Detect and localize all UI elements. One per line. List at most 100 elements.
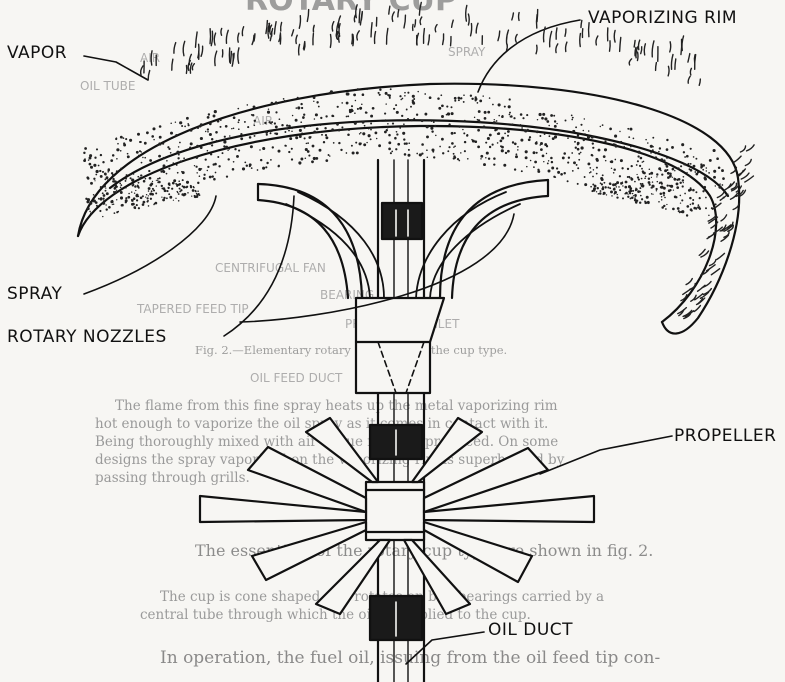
- spray-dot: [575, 126, 577, 128]
- spray-dot: [117, 143, 119, 145]
- spray-dot: [556, 167, 558, 169]
- spray-dot: [594, 185, 597, 188]
- spray-dot: [360, 132, 362, 134]
- spray-dot: [536, 152, 538, 154]
- spray-dot: [572, 130, 573, 131]
- spray-dot: [266, 162, 268, 164]
- spray-dot: [112, 178, 114, 180]
- spray-dot: [534, 161, 537, 164]
- spray-dot: [207, 170, 208, 171]
- spray-dot: [695, 158, 697, 160]
- spray-dot: [689, 189, 691, 191]
- spray-dot: [140, 174, 142, 176]
- spray-dot: [213, 163, 215, 165]
- spray-dot: [557, 133, 559, 135]
- spray-dot: [162, 142, 164, 144]
- spray-dot: [102, 171, 104, 173]
- spray-dot: [341, 102, 343, 104]
- spray-dot: [568, 157, 570, 159]
- vapor-squiggle: [468, 14, 469, 25]
- spray-dot: [291, 131, 293, 133]
- vapor-squiggle: [688, 54, 690, 62]
- spray-dot: [321, 134, 323, 136]
- spray-dot: [610, 190, 613, 193]
- spray-dot: [325, 115, 327, 117]
- spray-dot: [385, 103, 386, 104]
- spray-dot: [159, 177, 161, 179]
- spray-dot: [216, 140, 218, 142]
- spray-dot: [179, 142, 181, 144]
- vapor-squiggle: [254, 34, 255, 41]
- spray-dot: [222, 152, 224, 154]
- vapor-squiggle: [670, 42, 671, 52]
- spray-dot: [329, 155, 330, 156]
- spray-dot: [705, 197, 707, 199]
- spray-dot: [302, 116, 305, 119]
- spray-dot: [660, 181, 662, 183]
- spray-dot: [151, 135, 154, 138]
- spray-dot: [624, 193, 626, 195]
- spray-dot: [169, 196, 172, 199]
- leader-propeller: [540, 436, 672, 474]
- spray-dot: [355, 100, 357, 102]
- spray-dot: [602, 186, 604, 188]
- spray-dot: [94, 157, 96, 159]
- vapor-squiggle: [690, 68, 691, 75]
- spray-dot: [167, 187, 169, 189]
- spray-dot: [238, 128, 240, 130]
- spray-dot: [329, 92, 331, 94]
- spray-dot: [140, 196, 143, 199]
- spray-dot: [346, 152, 348, 154]
- vapor-squiggle: [638, 40, 639, 50]
- spray-dot: [603, 138, 605, 140]
- spray-dot: [563, 172, 565, 174]
- spray-dot: [102, 198, 104, 200]
- vapor-squiggle: [717, 253, 725, 259]
- spray-dot: [127, 196, 130, 199]
- spray-dot: [278, 150, 281, 153]
- spray-dot: [655, 156, 658, 159]
- spray-dot: [130, 177, 132, 179]
- spray-dot: [535, 142, 538, 145]
- spray-dot: [690, 163, 692, 165]
- spray-dot: [93, 164, 96, 167]
- spray-dot: [563, 152, 566, 155]
- spray-dot: [412, 95, 415, 98]
- spray-dot: [310, 136, 312, 138]
- spray-dot: [669, 189, 671, 191]
- spray-dot: [194, 165, 195, 166]
- spray-dot: [182, 171, 185, 174]
- vapor-squiggle: [620, 37, 621, 51]
- spray-dot: [295, 136, 298, 139]
- spray-dot: [587, 162, 590, 165]
- spray-dot: [121, 204, 124, 207]
- vapor-squiggle: [652, 41, 654, 57]
- spray-dot: [655, 188, 657, 190]
- spray-dot: [328, 154, 330, 156]
- spray-dot: [489, 146, 491, 148]
- spray-dot: [577, 167, 579, 169]
- spray-dot: [142, 157, 143, 158]
- spray-dot: [607, 186, 609, 188]
- spray-dot: [622, 185, 623, 186]
- spray-dot: [593, 169, 594, 170]
- spray-dot: [120, 184, 122, 186]
- spray-dot: [431, 120, 432, 121]
- spray-dot: [299, 135, 302, 138]
- spray-dot: [584, 118, 585, 119]
- spray-dot: [672, 168, 675, 171]
- spray-dot: [624, 186, 627, 189]
- spray-dot: [104, 178, 106, 180]
- vapor-squiggle: [281, 22, 282, 31]
- spray-dot: [356, 151, 359, 154]
- spray-dot: [173, 162, 175, 164]
- spray-dot: [439, 146, 441, 148]
- vapor-squiggle: [183, 41, 185, 55]
- spray-dot: [139, 141, 141, 143]
- spray-dot: [711, 207, 713, 209]
- spray-dot: [102, 161, 104, 163]
- spray-dot: [681, 143, 684, 146]
- spray-dot: [454, 145, 456, 147]
- spray-dot: [145, 178, 147, 180]
- vapor-squiggle: [694, 55, 695, 63]
